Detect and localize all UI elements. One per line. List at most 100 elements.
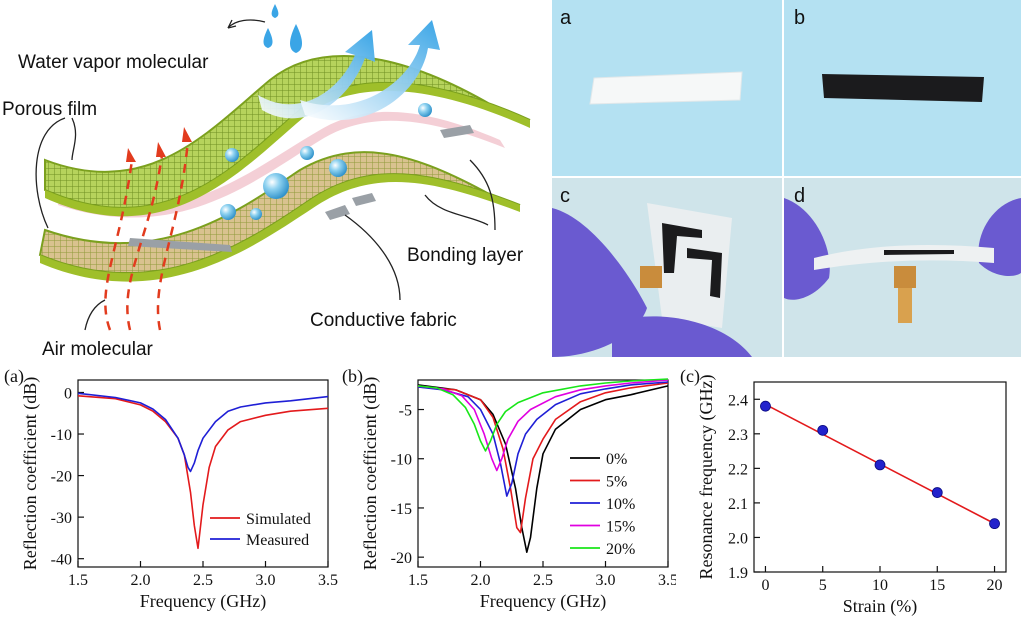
antenna-strip	[128, 238, 232, 252]
label-water-vapor: Water vapor molecular	[18, 52, 209, 73]
water-bubble	[263, 173, 289, 199]
antenna-patch	[884, 250, 954, 255]
label-porous-film: Porous film	[2, 99, 97, 120]
glove-left	[784, 198, 830, 300]
y-tick-label: -30	[51, 510, 72, 527]
water-bubble	[329, 159, 347, 177]
panel-label: (b)	[342, 366, 363, 387]
glove-right	[612, 316, 752, 357]
y-axis-label: Reflection coefficient (dB)	[20, 377, 41, 571]
legend-label: 10%	[606, 496, 635, 513]
y-tick-label: -15	[391, 501, 412, 518]
x-tick-label: 1.5	[68, 572, 88, 589]
porous-film-layer	[44, 55, 531, 209]
water-droplet-icon	[271, 4, 279, 18]
antenna-strip	[440, 125, 474, 138]
panel-label: (a)	[4, 366, 24, 387]
legend-label: Measured	[246, 532, 309, 549]
x-axis-label: Frequency (GHz)	[140, 591, 266, 612]
conductive-layer-edge	[40, 174, 520, 282]
label-bonding-layer: Bonding layer	[407, 245, 524, 266]
legend-label: 20%	[606, 541, 635, 558]
x-tick-label: 0	[761, 577, 769, 594]
y-tick-label: -20	[391, 550, 412, 567]
legend-label: 0%	[606, 451, 627, 468]
photo-b: b	[784, 0, 1021, 176]
arrow-head-icon	[182, 127, 192, 142]
photo-label: c	[560, 185, 570, 207]
x-tick-label: 10	[872, 577, 888, 594]
photo-grid: a b c d	[552, 0, 1021, 357]
x-tick-label: 2.5	[193, 572, 213, 589]
legend-label: Simulated	[246, 511, 311, 528]
water-droplet-icon	[263, 28, 273, 48]
data-point	[989, 518, 1000, 530]
photo-a: a	[552, 0, 782, 176]
arrow-head-icon	[126, 148, 136, 162]
x-tick-label: 3.5	[318, 572, 338, 589]
y-tick-label: 2.2	[728, 461, 748, 478]
x-tick-label: 2.0	[131, 572, 151, 589]
plot-frame	[417, 379, 669, 568]
series-line-measured	[77, 392, 329, 473]
arrow-head-icon	[156, 142, 166, 157]
photo-label: b	[794, 7, 805, 29]
water-droplet-icon	[290, 24, 302, 53]
plot-frame	[753, 381, 1007, 573]
y-tick-label: -40	[51, 552, 72, 569]
series-line-0pct	[417, 384, 669, 553]
x-tick-label: 5	[819, 577, 827, 594]
water-bubble	[220, 204, 236, 220]
vapor-flow-arrow	[300, 20, 440, 121]
sma-connector	[640, 266, 662, 288]
series-line-15pct	[417, 379, 669, 472]
legend-label: 5%	[606, 474, 627, 491]
photo-label: a	[560, 7, 572, 29]
x-tick-label: 1.5	[408, 572, 428, 589]
series-line-10pct	[417, 381, 669, 497]
series-line-20pct	[417, 378, 669, 452]
legend-label: 15%	[606, 519, 635, 536]
antenna-strip	[352, 193, 376, 206]
breathable-antenna-schematic: Water vapor molecular Porous film Bondin…	[2, 4, 531, 360]
x-axis-label: Frequency (GHz)	[480, 591, 606, 612]
x-tick-label: 15	[929, 577, 945, 594]
y-axis-label: Resonance frequency (GHz)	[696, 375, 717, 580]
vapor-flow-arrow	[258, 30, 375, 119]
antenna-patch	[662, 223, 702, 273]
air-flow-arrow	[156, 139, 190, 331]
antenna-strip	[325, 205, 350, 220]
y-tick-label: -10	[51, 427, 72, 444]
data-point	[817, 424, 829, 436]
x-tick-label: 3.0	[596, 572, 616, 589]
y-tick-label: 2.0	[728, 530, 748, 547]
y-tick-label: -10	[391, 452, 412, 469]
water-bubble	[250, 208, 262, 220]
x-tick-label: 3.0	[256, 572, 276, 589]
y-tick-label: 1.9	[728, 565, 748, 582]
antenna-patch	[687, 248, 722, 298]
series-line-5pct	[417, 382, 669, 534]
panel-label: (c)	[680, 366, 700, 387]
air-flow-arrow	[104, 159, 134, 331]
y-tick-label: 2.3	[728, 427, 748, 444]
x-tick-label: 2.0	[471, 572, 491, 589]
water-bubble	[418, 103, 432, 117]
x-tick-label: 3.5	[658, 572, 676, 589]
water-bubble	[300, 146, 314, 160]
series-line-simulated	[77, 395, 329, 550]
y-tick-label: -20	[51, 469, 72, 486]
photo-c: c	[552, 178, 782, 357]
sma-connector-body	[898, 288, 912, 323]
data-point	[931, 487, 943, 498]
y-tick-label: 2.4	[728, 392, 748, 409]
bonding-layer-shape	[58, 111, 505, 218]
y-tick-label: 2.1	[728, 496, 748, 513]
label-air-molecular: Air molecular	[42, 339, 154, 360]
y-tick-label: -5	[399, 403, 412, 420]
air-flow-arrow	[126, 154, 164, 331]
y-axis-label: Reflection coefficient (dB)	[360, 377, 381, 571]
